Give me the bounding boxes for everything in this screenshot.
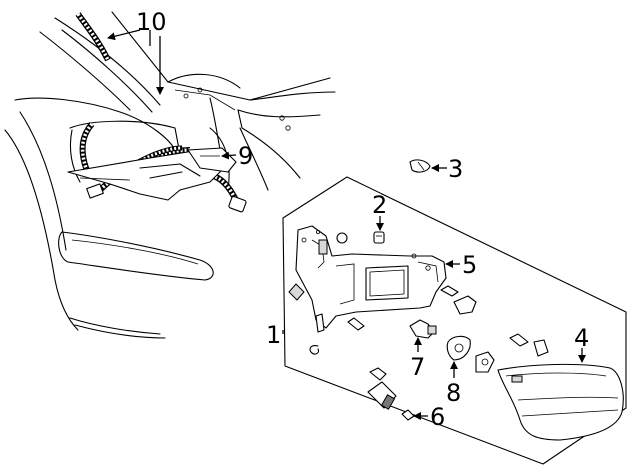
callout-9: 9	[238, 142, 253, 170]
socket-lower	[367, 381, 397, 410]
c-clip	[309, 345, 320, 355]
callout-4: 4	[574, 324, 589, 352]
socket-cap	[453, 295, 477, 315]
callout-8: 8	[446, 379, 461, 407]
callout-5: 5	[462, 251, 477, 279]
callout-10: 10	[136, 8, 167, 36]
bulb-socket-part-7	[409, 319, 437, 339]
screw-right	[509, 333, 529, 347]
grommet	[336, 232, 348, 244]
clip-part-2	[373, 231, 385, 244]
nut-left	[288, 283, 305, 301]
bulb-lower	[369, 367, 387, 381]
socket-ring	[475, 351, 495, 373]
bulb-socket-part-8	[446, 335, 471, 361]
callout-7: 7	[410, 353, 425, 381]
headlamp-assembly-part-4	[497, 363, 624, 441]
callout-2: 2	[372, 191, 387, 219]
callout-3: 3	[448, 155, 463, 183]
callout-6: 6	[430, 403, 445, 431]
screw-mid	[440, 285, 459, 297]
callout-1: 1	[266, 321, 281, 349]
bulb-part-3	[409, 159, 431, 173]
lamp-housing-bracket	[295, 225, 447, 333]
screw-small	[347, 317, 365, 331]
vehicle-front-body	[4, 11, 336, 339]
callout-leaders	[107, 29, 586, 420]
clip-right	[533, 339, 549, 357]
callout-labels: 10 9 3 2 5 1 4 7 8 6	[136, 8, 589, 431]
parts-group-frame	[282, 176, 627, 465]
